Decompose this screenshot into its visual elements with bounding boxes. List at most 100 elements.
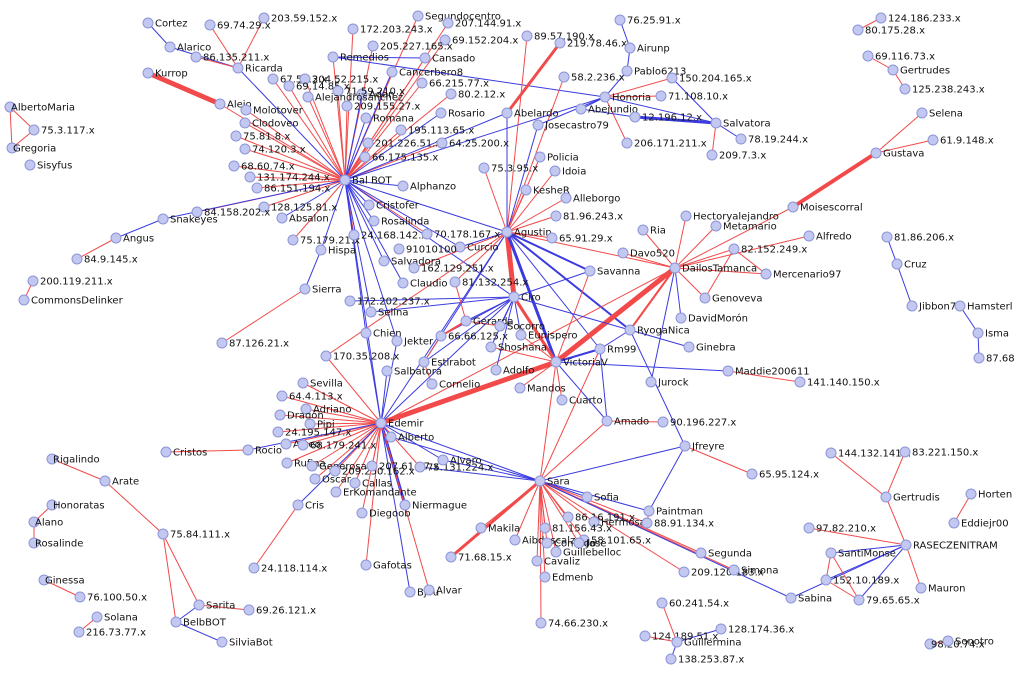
node-dot[interactable] [699,292,711,304]
graph-node-pipi[interactable]: Pipi [304,418,335,431]
node-dot[interactable] [924,638,936,650]
graph-node-arate[interactable]: Arate [99,475,139,488]
graph-node-amado[interactable]: Amado [601,415,649,428]
graph-node-absalon[interactable]: Absalon [276,212,329,225]
graph-node-eunispero[interactable]: Eunispero [515,329,578,342]
node-dot[interactable] [666,72,678,84]
node-dot[interactable] [142,17,154,29]
graph-node-h203_59_152[interactable]: 203.59.152.x [258,12,337,25]
graph-node-edemir[interactable]: Edemir [375,417,424,430]
node-dot[interactable] [251,182,263,194]
node-dot[interactable] [820,574,832,586]
graph-node-salvadora[interactable]: Salvadora [378,255,441,268]
graph-node-callas[interactable]: Callas [349,477,392,490]
node-dot[interactable] [28,537,40,549]
node-dot[interactable] [710,117,722,129]
graph-node-niermague[interactable]: Niermague [399,499,467,512]
node-dot[interactable] [300,403,312,415]
node-dot[interactable] [363,199,375,211]
node-dot[interactable] [18,294,30,306]
graph-node-h86_151_194[interactable]: 86.151.194.x [251,182,330,195]
node-dot[interactable] [309,473,321,485]
graph-node-h75_3_117[interactable]: 75.3.117.x [28,124,95,137]
node-dot[interactable] [501,107,513,119]
node-dot[interactable] [621,137,633,149]
graph-node-alejandrosanchez[interactable]: Alejandrosanchez [302,91,403,104]
graph-node-estirabot[interactable]: Estirabot [418,356,476,369]
graph-node-h69_14_85[interactable]: 69.14.85.x [283,80,350,93]
node-dot[interactable] [391,335,403,347]
node-dot[interactable] [421,228,433,240]
graph-node-h128_125_81[interactable]: 128.125.81.x [258,201,337,214]
graph-node-h162_129_251[interactable]: 162.129.251.x [408,262,494,275]
node-dot[interactable] [637,224,649,236]
graph-node-edmenb[interactable]: Edmenb [539,571,593,584]
node-dot[interactable] [942,635,954,647]
node-dot[interactable] [243,604,255,616]
node-dot[interactable] [27,275,39,287]
graph-node-h75_179_21[interactable]: 75.179.21.x [287,234,360,247]
graph-node-h76_100_50[interactable]: 76.100.50.x [74,591,147,604]
node-dot[interactable] [617,247,629,259]
graph-node-ricarda[interactable]: Ricarda [232,62,283,75]
graph-node-h124_186_233[interactable]: 124.186.233.x [875,12,961,25]
graph-node-oscar[interactable]: Oscar [309,473,352,486]
node-dot[interactable] [24,159,36,171]
graph-node-h24_195_147[interactable]: 24.195.147.x [272,426,351,439]
node-dot[interactable] [760,268,772,280]
graph-node-agustin[interactable]: Agustin [501,226,552,239]
node-dot[interactable] [532,119,544,131]
graph-node-alvaro[interactable]: Alvaro [437,454,482,467]
node-dot[interactable] [550,356,562,368]
node-dot[interactable] [785,592,797,604]
graph-node-h75_131_224[interactable]: 75.131.224.x [414,461,493,474]
graph-node-h207_144_91[interactable]: 207.144.91.x [442,17,521,30]
graph-node-h24_118_114[interactable]: 24.118.114.x [248,562,327,575]
node-dot[interactable] [581,491,593,503]
node-dot[interactable] [216,636,228,648]
graph-node-h209_120_183[interactable]: 209.120.183.x [678,566,764,579]
node-dot[interactable] [419,52,431,64]
graph-node-h80_175_28[interactable]: 80.175.28.x [852,24,925,37]
node-dot[interactable] [232,62,244,74]
node-dot[interactable] [348,229,360,241]
node-dot[interactable] [558,71,570,83]
node-dot[interactable] [965,488,977,500]
node-dot[interactable] [900,539,912,551]
graph-node-h64_25_200[interactable]: 64.25.200.x [436,137,509,150]
graph-node-h66_66_125[interactable]: 66.66.125.x [435,330,508,343]
graph-node-erkomandante[interactable]: ErKomandante [330,486,417,499]
node-dot[interactable] [378,255,390,267]
node-dot[interactable] [330,486,342,498]
graph-node-clodoveo[interactable]: Clodoveo [239,117,299,130]
node-dot[interactable] [193,599,205,611]
graph-node-ginessa[interactable]: Ginessa [38,574,85,587]
graph-node-alvar[interactable]: Alvar [423,584,463,597]
graph-node-albertomaria[interactable]: AlbertoMaria [4,101,75,114]
graph-node-h152_10_189[interactable]: 152.10.189.x [820,574,899,587]
node-dot[interactable] [274,409,286,421]
graph-node-h131_174_244[interactable]: 131.174.244.x [244,171,330,184]
graph-node-h201_226_51[interactable]: 201.226.51.x [362,137,441,150]
node-dot[interactable] [418,356,430,368]
graph-node-h209_250_162[interactable]: 209.250.162.x [329,465,415,478]
graph-node-commonsdelinker[interactable]: CommonsDelinker [18,294,124,307]
graph-node-h144_132_141[interactable]: 144.132.141.x [825,447,911,460]
graph-node-abejundio[interactable]: Abejundio [575,103,638,116]
node-dot[interactable] [73,626,85,638]
graph-node-cancerbero8[interactable]: Cancerbero8 [386,66,463,79]
graph-node-h138_253_87[interactable]: 138.253.87.x [665,653,744,666]
graph-node-cortez[interactable]: Cortez [142,17,188,30]
graph-node-jibbon7[interactable]: Jibbon7 [906,300,956,313]
node-dot[interactable] [170,616,182,628]
node-dot[interactable] [299,283,311,295]
graph-node-dailostamanca[interactable]: DailosTamanca [669,262,757,275]
node-dot[interactable] [614,14,626,26]
node-dot[interactable] [341,100,353,112]
graph-node-socorro[interactable]: Socorro [494,320,545,333]
node-dot[interactable] [535,617,547,629]
graph-node-h81_132_254[interactable]: 81.132.254.x [449,276,528,289]
node-dot[interactable] [803,522,815,534]
node-dot[interactable] [74,591,86,603]
graph-node-jekter[interactable]: Jekter [391,335,434,348]
